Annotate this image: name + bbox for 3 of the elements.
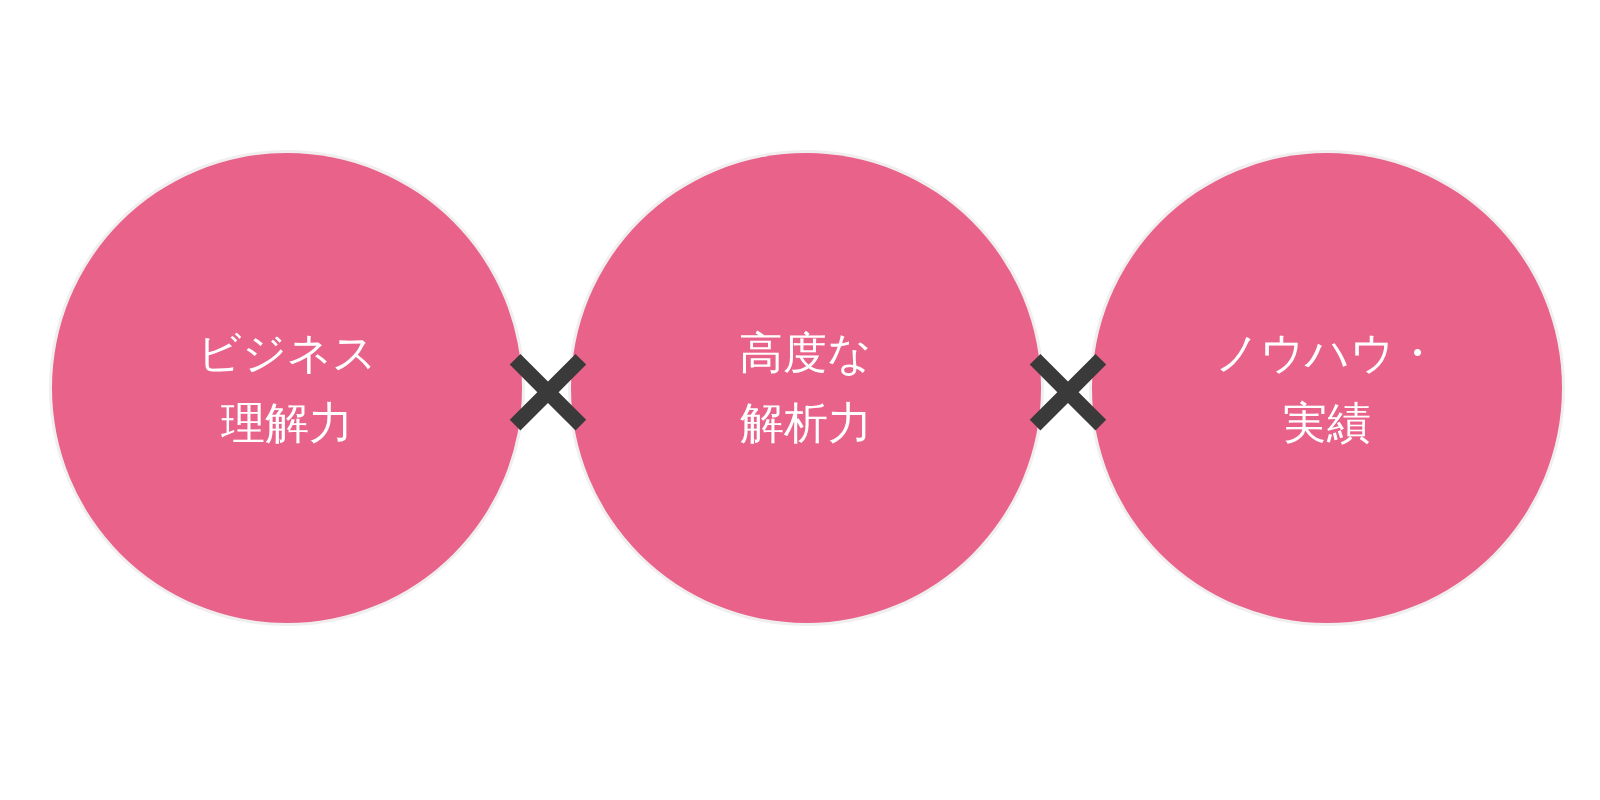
node-text: ビジネス理解力 <box>196 325 378 450</box>
node-text: 高度な解析力 <box>738 325 874 450</box>
node-text: ノウハウ・実績 <box>1214 325 1440 450</box>
